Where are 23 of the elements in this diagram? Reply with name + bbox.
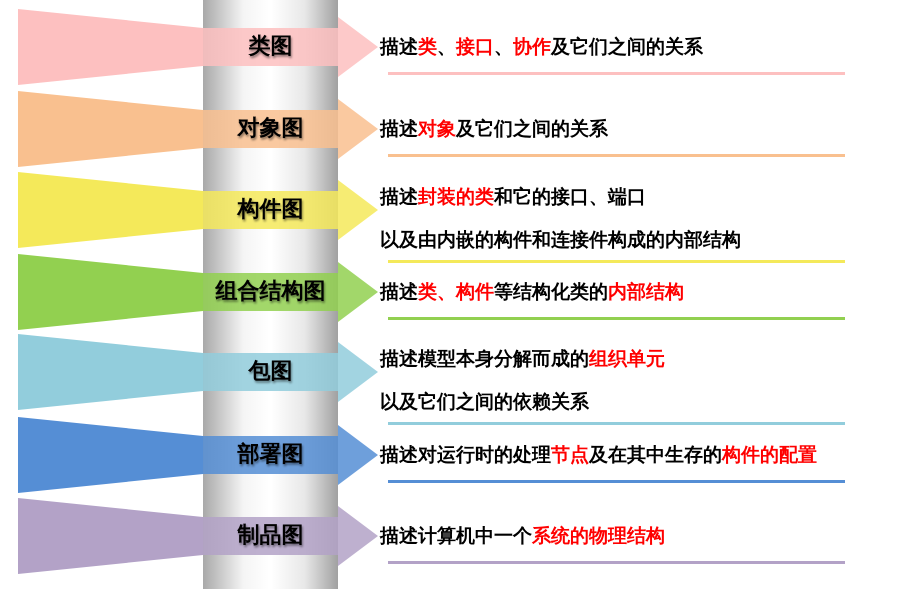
- description-text: 描述类、构件等结构化类的内部结构: [380, 280, 684, 305]
- description-text: 描述封装的类和它的接口、端口: [380, 185, 646, 210]
- description-text: 以及由内嵌的构件和连接件构成的内部结构: [380, 228, 741, 253]
- description-text: 描述类、接口、协作及它们之间的关系: [380, 35, 703, 60]
- description-text: 描述对运行时的处理节点及在其中生存的构件的配置: [380, 443, 817, 468]
- arrow-shape: [18, 417, 378, 493]
- diagram-type-label: 对象图: [236, 115, 304, 143]
- arrow-shape: [18, 9, 378, 85]
- arrow-shape: [18, 91, 378, 167]
- diagram-type-label: 部署图: [236, 441, 304, 469]
- arrow-shape: [18, 334, 378, 410]
- description-text: 描述计算机中一个系统的物理结构: [380, 524, 665, 549]
- description-text: 以及它们之间的依赖关系: [380, 390, 589, 415]
- diagram-type-label: 组合结构图: [214, 278, 326, 306]
- arrow-shape: [18, 498, 378, 574]
- arrow-shape: [18, 172, 378, 248]
- diagram-type-label: 制品图: [236, 522, 304, 550]
- diagram-type-label: 构件图: [236, 196, 304, 224]
- diagram-type-label: 类图: [247, 33, 294, 61]
- diagram-type-label: 包图: [247, 358, 294, 386]
- arrow-shape: [18, 254, 378, 330]
- description-text: 描述对象及它们之间的关系: [380, 117, 608, 142]
- description-text: 描述模型本身分解而成的组织单元: [380, 347, 665, 372]
